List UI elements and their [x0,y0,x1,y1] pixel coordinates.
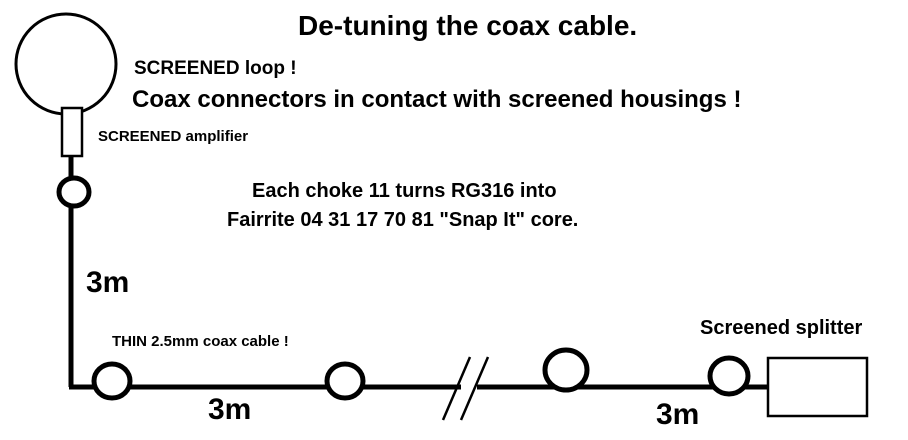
choke-1 [56,175,92,209]
splitter-label: Screened splitter [700,317,863,339]
vertical-length-label: 3m [86,266,130,299]
choke-4 [542,347,590,393]
screened-amplifier [60,106,84,158]
screened-amplifier-label: SCREENED amplifier [98,128,249,145]
connectors-note: Coax connectors in contact with screened… [132,86,742,113]
choke-3 [324,361,366,401]
bottom-left-length-label: 3m [208,393,252,426]
diagram-title: De-tuning the coax cable. [298,10,638,41]
choke-2 [91,361,133,401]
choke-description-line-1: Each choke 11 turns RG316 into [252,180,557,202]
thin-cable-note: THIN 2.5mm coax cable ! [112,333,289,350]
cable-break-mark-right [459,356,490,421]
cable-break-mark-left [441,356,472,421]
choke-description-line-2: Fairrite 04 31 17 70 81 "Snap It" core. [227,209,579,231]
screened-loop-label: SCREENED loop ! [134,58,297,79]
screened-loop [14,12,118,116]
screened-splitter [766,356,869,418]
choke-5 [707,355,751,397]
bottom-right-length-label: 3m [656,398,700,431]
